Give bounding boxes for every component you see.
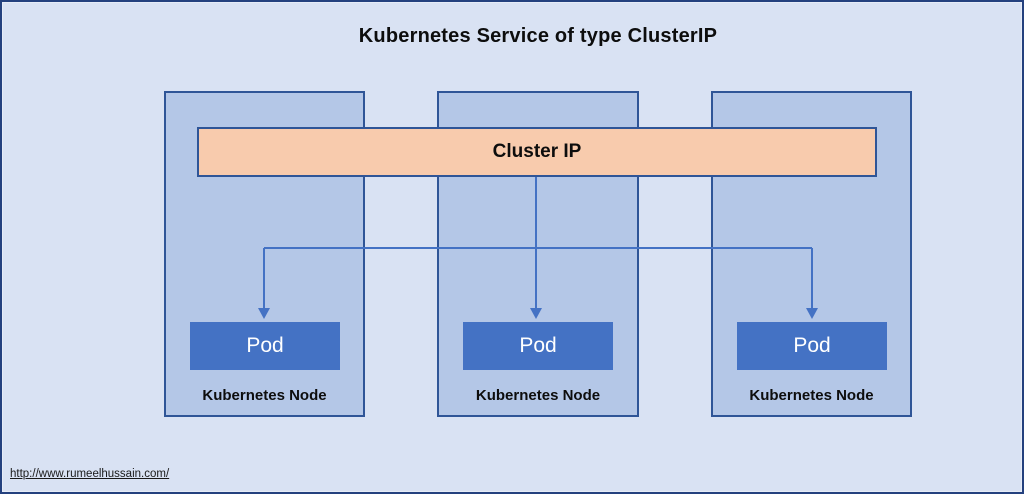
pod-box-3: Pod: [737, 322, 887, 370]
footer-link[interactable]: http://www.rumeelhussain.com/: [10, 468, 170, 480]
kubernetes-node-label-1: Kubernetes Node: [202, 387, 327, 404]
cluster-ip-bar: Cluster IP: [197, 127, 877, 177]
kubernetes-node-label-3: Kubernetes Node: [749, 387, 874, 404]
pod-box-2: Pod: [463, 322, 613, 370]
kubernetes-node-label-2: Kubernetes Node: [475, 387, 601, 404]
pod-box-1: Pod: [190, 322, 340, 370]
diagram-title: Kubernetes Service of type ClusterIP: [358, 25, 718, 47]
